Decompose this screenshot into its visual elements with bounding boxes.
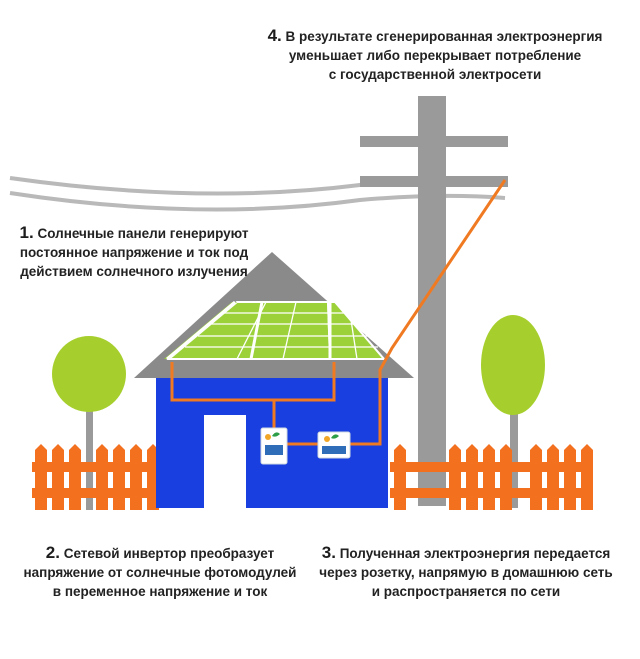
step-number: 4. (267, 26, 282, 45)
inverter-icon (260, 427, 288, 465)
caption-step-1: 1. Солнечные панели генерируют постоянно… (14, 223, 254, 281)
wiring (170, 179, 507, 446)
caption-line: В результате сгенерированная электроэнер… (285, 29, 603, 44)
caption-line: с государственной электросети (328, 67, 542, 82)
caption-line: уменьшает либо перекрывает потребление (288, 48, 582, 63)
fence-right (390, 444, 593, 510)
caption-line: действием солнечного излучения (20, 264, 248, 279)
step-number: 1. (19, 223, 34, 242)
caption-line: и распространяется по сети (371, 584, 561, 599)
fence-left (32, 444, 160, 510)
solar-panels (164, 300, 387, 361)
caption-line: Сетевой инвертор преобразует (63, 546, 275, 561)
tree-left (52, 336, 126, 510)
caption-step-2: 2. Сетевой инвертор преобразует напряжен… (20, 543, 300, 601)
caption-line: через розетку, напрямую в домашнюю сеть (319, 565, 613, 580)
step-number: 2. (45, 543, 60, 562)
meter-icon (317, 431, 351, 459)
caption-line: постоянное напряжение и ток под (19, 245, 249, 260)
caption-line: напряжение от солнечные фотомодулей (23, 565, 297, 580)
caption-line: Полученная электроэнергия передается (339, 546, 611, 561)
house-door (204, 415, 246, 508)
tree-right (481, 315, 545, 508)
caption-step-4: 4. В результате сгенерированная электроэ… (250, 26, 620, 84)
caption-line: Солнечные панели генерируют (37, 226, 249, 241)
caption-step-3: 3. Полученная электроэнергия передается … (306, 543, 626, 601)
caption-line: в переменное напряжение и ток (52, 584, 268, 599)
step-number: 3. (321, 543, 336, 562)
